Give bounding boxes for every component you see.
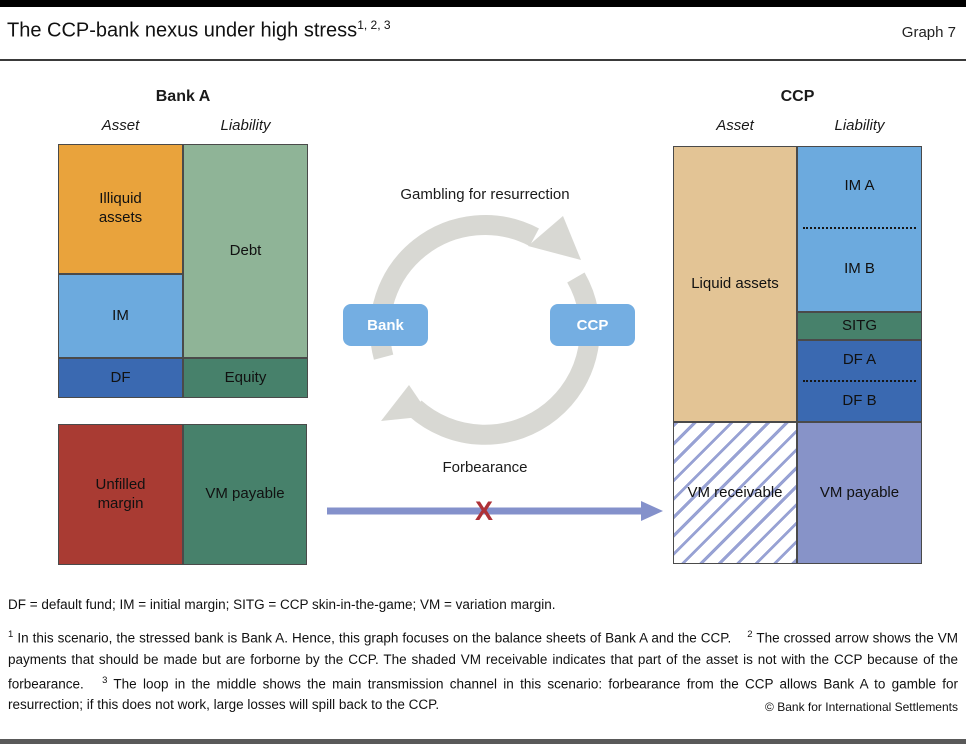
- copyright-line: © Bank for International Settlements: [765, 700, 958, 714]
- footnote-1-marker: 1: [8, 629, 14, 640]
- bank-a-equity-block: Equity: [183, 358, 308, 398]
- bank-a-vm-payable-block: VM payable: [183, 424, 307, 565]
- footnote-paragraph: 1 In this scenario, the stressed bank is…: [8, 624, 958, 715]
- cycle-arc-right-bottom: [408, 272, 600, 445]
- ccp-df-a-label: DF A: [842, 351, 877, 368]
- footnote-3-marker: 3: [102, 674, 108, 686]
- header-divider: [0, 59, 966, 61]
- footnote-3-text: The loop in the middle shows the main tr…: [8, 676, 958, 712]
- ccp-vm-payable-label: VM payable: [819, 483, 900, 501]
- bank-a-im-block: IM: [58, 274, 183, 358]
- bottom-rule-bar: [0, 739, 966, 744]
- ccp-vm-receivable-block: VM receivable: [673, 422, 797, 564]
- graph-number-label: Graph 7: [901, 24, 956, 41]
- bank-a-vm-payable-label: VM payable: [205, 485, 285, 503]
- ccp-liability-label: Liability: [834, 117, 885, 134]
- vm-flow-arrowhead: [641, 501, 663, 521]
- bank-a-debt-block: Debt: [183, 144, 308, 358]
- ccp-vm-payable-block: VM payable: [797, 422, 922, 564]
- footnote-1-text: In this scenario, the stressed bank is B…: [17, 630, 732, 646]
- ccp-vm-receivable-label: VM receivable: [687, 483, 783, 501]
- bank-a-asset-label: Asset: [101, 117, 140, 134]
- cycle-arrowhead-top-right: [528, 216, 581, 260]
- ccp-asset-label: Asset: [716, 117, 754, 134]
- bank-a-equity-label: Equity: [224, 368, 267, 386]
- ccp-im-group-block: IM A IM B: [797, 146, 922, 312]
- ccp-df-b-label: DF B: [842, 392, 877, 409]
- ccp-im-b-label: IM B: [844, 260, 875, 277]
- ccp-sitg-label: SITG: [841, 316, 877, 334]
- bank-a-unfilled-margin-label: Unfilled margin: [95, 475, 146, 512]
- vm-flow-arrow: [327, 501, 663, 521]
- bank-a-df-block: DF: [58, 358, 183, 398]
- ccp-im-a-label: IM A: [844, 177, 875, 194]
- ccp-node: CCP: [550, 304, 635, 346]
- figure-title-text: The CCP-bank nexus under high stress: [7, 19, 358, 42]
- bank-node: Bank: [343, 304, 428, 346]
- loop-bottom-label: Forbearance: [442, 459, 528, 476]
- ccp-df-group-block: DF A DF B: [797, 340, 922, 422]
- forborne-cross-mark: X: [474, 496, 493, 526]
- bank-a-liability-label: Liability: [220, 117, 271, 134]
- figure-title: The CCP-bank nexus under high stress1, 2…: [7, 18, 391, 43]
- ccp-im-dashed-divider: [803, 227, 916, 229]
- abbreviations-line: DF = default fund; IM = initial margin; …: [8, 597, 556, 612]
- top-rule-bar: [0, 0, 966, 7]
- bank-a-title: Bank A: [155, 88, 211, 105]
- ccp-title: CCP: [780, 88, 815, 105]
- title-footnote-refs: 1, 2, 3: [357, 18, 391, 32]
- cycle-arrowhead-bottom-left: [381, 385, 430, 421]
- loop-top-label: Gambling for resurrection: [400, 186, 570, 203]
- ccp-liquid-assets-label: Liquid assets: [691, 274, 779, 292]
- bank-a-illiquid-assets-block: Illiquid assets: [58, 144, 183, 274]
- footnote-2-marker: 2: [747, 629, 753, 640]
- bank-a-unfilled-margin-block: Unfilled margin: [58, 424, 183, 565]
- bank-a-im-label: IM: [112, 306, 129, 324]
- bank-a-debt-label: Debt: [229, 241, 262, 259]
- footnote-2-text: The crossed arrow shows the VM payments …: [8, 630, 958, 692]
- ccp-df-dashed-divider: [803, 380, 916, 382]
- bank-a-df-label: DF: [110, 368, 131, 386]
- bank-a-illiquid-assets-label: Illiquid assets: [98, 190, 143, 226]
- ccp-liquid-assets-block: Liquid assets: [673, 146, 797, 422]
- ccp-sitg-block: SITG: [797, 312, 922, 340]
